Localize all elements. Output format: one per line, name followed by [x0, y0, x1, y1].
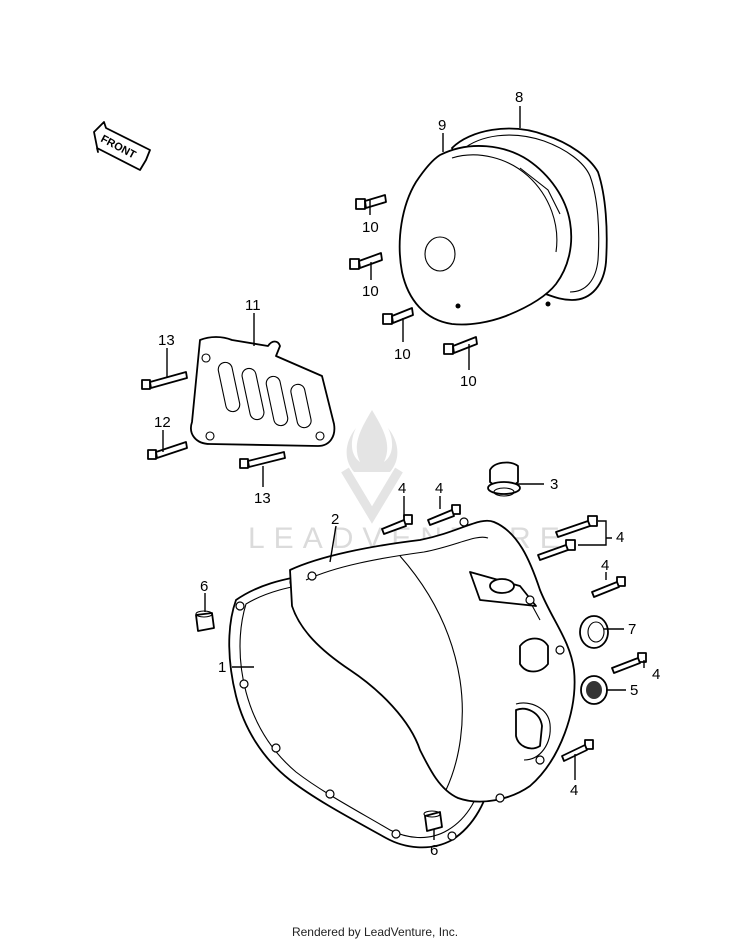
callout-1: 1: [218, 659, 226, 676]
callout-12: 12: [154, 414, 171, 431]
callout-10-a: 10: [362, 219, 379, 236]
callout-4-b: 4: [435, 480, 443, 497]
part-10-bolt-c: [382, 307, 414, 325]
part-4-bolt-g: [561, 739, 594, 762]
callout-10-b: 10: [362, 283, 379, 300]
part-9-generator-cover: [398, 145, 573, 326]
front-arrow: FRONT: [93, 121, 151, 171]
part-13-bolt-b: [239, 451, 286, 469]
callout-labels: 8 9 10 10 10 10 11 13 12 13 3 4 4 2 4 4 …: [154, 89, 660, 859]
part-10-bolt-b: [349, 252, 383, 270]
part-5-inspection-cap: [580, 675, 608, 705]
callout-10-d: 10: [460, 373, 477, 390]
part-10-bolt-d: [443, 336, 478, 355]
part-10-bolt-a: [355, 194, 387, 210]
callout-5: 5: [630, 682, 638, 699]
part-12-bolt: [147, 441, 188, 460]
callout-9: 9: [438, 117, 446, 134]
callout-4-c: 4: [616, 529, 624, 546]
part-4-bolt-b: [427, 504, 461, 526]
part-4-bolt-c: [555, 515, 598, 538]
callout-7: 7: [628, 621, 636, 638]
part-6-dowel-pin-b: [423, 810, 443, 832]
callout-6-b: 6: [430, 842, 438, 859]
callout-3: 3: [550, 476, 558, 493]
callout-4-d: 4: [601, 557, 609, 574]
callout-6-a: 6: [200, 578, 208, 595]
callout-13-a: 13: [158, 332, 175, 349]
callout-13-b: 13: [254, 490, 271, 507]
part-4-bolt-a: [381, 514, 413, 535]
part-7-oil-seal: [579, 615, 609, 649]
watermark-flame-icon: [346, 410, 398, 472]
part-3-oil-filler-cap: [487, 461, 521, 497]
footer-credit: Rendered by LeadVenture, Inc.: [291, 925, 459, 939]
callout-2: 2: [331, 511, 339, 528]
part-6-dowel-pin-a: [195, 610, 215, 632]
part-2-clutch-cover: [289, 517, 576, 803]
callout-10-c: 10: [394, 346, 411, 363]
callout-4-f: 4: [570, 782, 578, 799]
part-4-bolt-e: [591, 576, 626, 598]
part-4-bolt-f: [611, 652, 647, 674]
leader-lines: [162, 106, 645, 840]
watermark-v-icon: [341, 467, 403, 524]
part-13-bolt-a: [141, 371, 188, 390]
callout-11: 11: [245, 297, 261, 314]
part-11-sprocket-guard: [190, 336, 336, 447]
callout-4-e: 4: [652, 666, 660, 683]
callout-8: 8: [515, 89, 523, 106]
part-4-bolt-d: [537, 539, 576, 561]
callout-4-a: 4: [398, 480, 406, 497]
